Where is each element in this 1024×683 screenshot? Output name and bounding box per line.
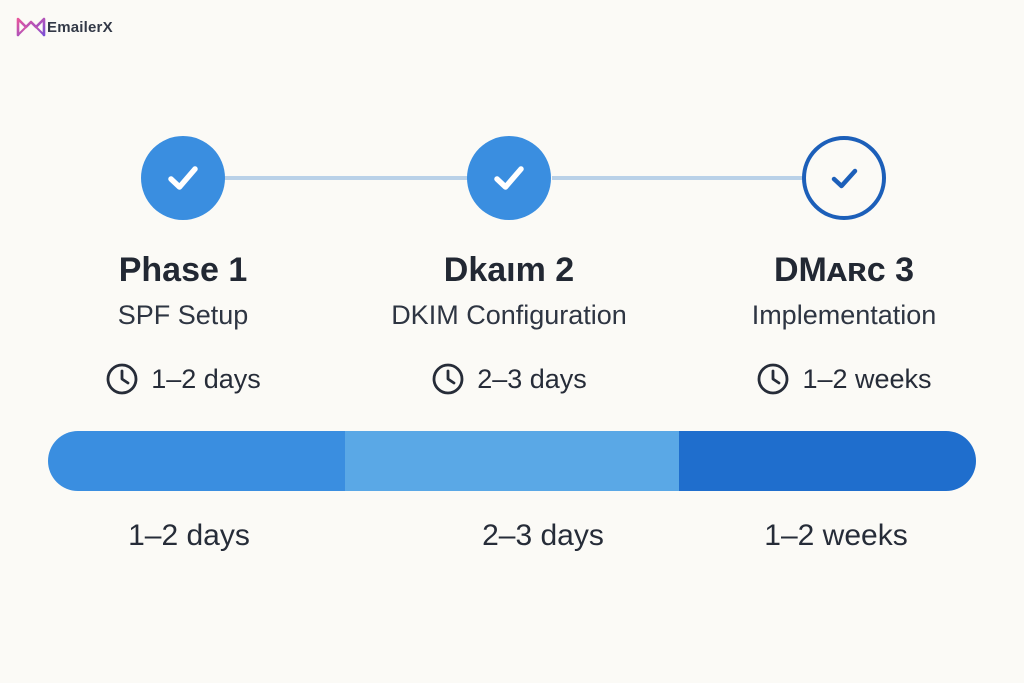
segment-label-3: 1–2 weeks	[764, 519, 908, 552]
phase-step-1: Phase 1 SPF Setup 1–2 days	[43, 136, 323, 396]
progress-segment-1	[48, 431, 345, 491]
step-title: DMᴀʀᴄ 3	[774, 251, 914, 289]
step-duration: 1–2 days	[43, 362, 323, 396]
step-title: Dkaım 2	[443, 251, 575, 289]
envelope-m-logo-icon	[16, 16, 46, 38]
check-icon	[160, 155, 206, 201]
step-current-badge	[802, 136, 886, 220]
brand-logo: EmailerX	[16, 16, 113, 38]
connector-line-1	[224, 176, 470, 180]
progress-segment-2	[344, 431, 680, 491]
segment-label-1: 1–2 days	[128, 519, 250, 552]
step-title: Phase 1	[118, 251, 248, 289]
timeline-progress-bar	[48, 431, 976, 491]
step-completed-badge	[467, 136, 551, 220]
phase-step-3: DMᴀʀᴄ 3 Implementation 1–2 weeks	[704, 136, 984, 396]
clock-icon	[105, 362, 151, 396]
step-duration: 1–2 weeks	[704, 362, 984, 396]
check-icon	[486, 155, 532, 201]
step-duration: 2–3 days	[369, 362, 649, 396]
phase-step-2: Dkaım 2 DKIM Configuration 2–3 days	[369, 136, 649, 396]
brand-name: EmailerX	[47, 18, 113, 36]
step-duration-text: 1–2 days	[151, 364, 261, 394]
step-subtitle: DKIM Configuration	[391, 300, 627, 330]
clock-icon	[431, 362, 477, 396]
step-duration-text: 2–3 days	[477, 364, 587, 394]
connector-line-2	[552, 176, 804, 180]
step-completed-badge	[141, 136, 225, 220]
step-subtitle: Implementation	[751, 300, 937, 330]
progress-segment-3	[679, 431, 976, 491]
step-subtitle: SPF Setup	[117, 300, 249, 330]
clock-icon	[756, 362, 802, 396]
check-icon	[821, 155, 867, 201]
step-duration-text: 1–2 weeks	[802, 364, 932, 394]
segment-label-2: 2–3 days	[482, 519, 604, 552]
